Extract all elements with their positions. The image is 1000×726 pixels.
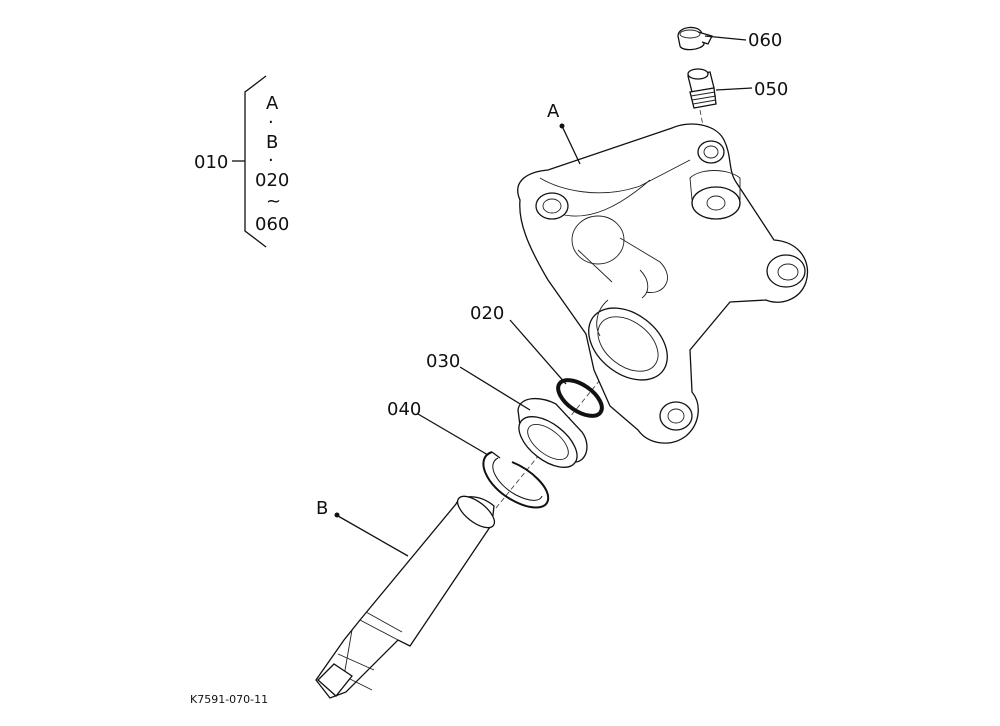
point-b-marker: [334, 512, 340, 518]
assembly-item-a: A: [266, 93, 279, 114]
snap-ring-040: [482, 451, 550, 509]
grease-nipple-050: [687, 68, 717, 109]
assembly-item-b: B: [266, 132, 278, 153]
assembly-item-020: 020: [255, 170, 289, 191]
assembly-tilde: ~: [266, 191, 281, 212]
assembly-item-060: 060: [255, 214, 289, 235]
label-020: 020: [470, 303, 504, 324]
assembly-number: 010: [194, 152, 228, 173]
label-a: A: [547, 101, 560, 122]
shaft-part-b: [315, 495, 496, 699]
label-060: 060: [748, 30, 782, 51]
housing-part-a: [517, 123, 809, 444]
leader-lines: [337, 35, 753, 557]
assembly-bracket: [232, 75, 267, 248]
label-b: B: [316, 498, 328, 519]
label-050: 050: [754, 79, 788, 100]
o-ring-020: [556, 378, 604, 418]
point-a-marker: [559, 123, 565, 129]
assembly-dot-2: ·: [268, 150, 274, 171]
drawing-code: K7591-070-11: [190, 693, 268, 706]
label-040: 040: [387, 399, 421, 420]
cap-060: [677, 26, 713, 51]
assembly-dot-1: ·: [268, 112, 274, 133]
label-030: 030: [426, 351, 460, 372]
seal-bushing-030: [517, 398, 588, 468]
